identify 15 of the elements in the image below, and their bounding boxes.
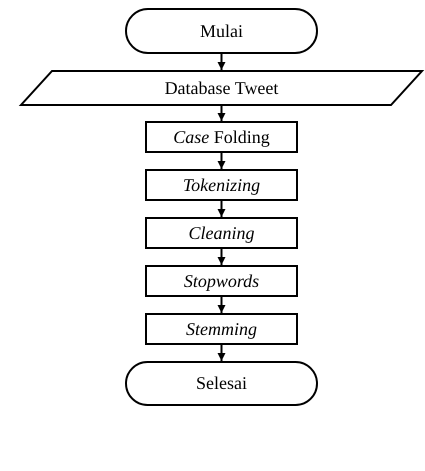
arrow [218, 106, 226, 121]
step-label: Stopwords [184, 270, 260, 292]
step-label: Tokenizing [182, 174, 260, 196]
arrow [218, 54, 226, 70]
step-label: Mulai [200, 20, 243, 42]
arrow [218, 345, 226, 361]
step-label: Cleaning [188, 222, 254, 244]
step-label: Database Tweet [164, 78, 278, 98]
arrow [218, 297, 226, 313]
step-label: Selesai [196, 373, 247, 394]
step-label: Case Folding [173, 126, 270, 148]
step-label: Stemming [186, 318, 257, 340]
arrow [218, 153, 226, 169]
arrow [218, 249, 226, 265]
arrow [218, 201, 226, 217]
